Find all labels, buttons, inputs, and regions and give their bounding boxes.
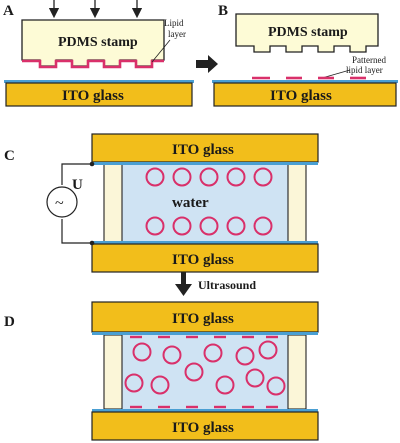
electrode-b xyxy=(212,80,398,83)
electrode-a xyxy=(4,80,194,83)
electrode-c-bottom xyxy=(92,241,318,244)
patterned-lipid-pointer xyxy=(321,69,351,79)
ultrasound-arrow xyxy=(175,272,192,296)
patterned-lipid-label-1: Patterned xyxy=(352,55,386,65)
panel-a-label: A xyxy=(3,3,14,19)
ito-glass-b-label: ITO glass xyxy=(270,88,332,104)
lipid-layer-a xyxy=(22,59,164,69)
ito-glass-a xyxy=(5,82,193,107)
lipid-layer-label-2: layer xyxy=(168,29,186,39)
panel-c: C ITO glass ITO glass water xyxy=(4,133,319,273)
panel-d-label: D xyxy=(4,314,15,330)
vesicles-d xyxy=(124,340,286,396)
panel-d: D ITO glass ITO glass xyxy=(4,301,319,441)
lipid-layer-pointer xyxy=(151,39,171,63)
voltage-label: U xyxy=(72,177,83,193)
transfer-arrow xyxy=(196,55,218,73)
ito-glass-c-top xyxy=(91,133,319,163)
panel-a: A PDMS stamp Lipid layer ITO glass xyxy=(3,0,194,107)
electrode-d-bottom xyxy=(92,409,318,412)
ac-symbol: ~ xyxy=(55,195,64,212)
water-chamber-d xyxy=(104,335,298,409)
pdms-stamp-b xyxy=(235,13,379,53)
pdms-stamp-a-label: PDMS stamp xyxy=(58,35,138,50)
spacer-left-d xyxy=(103,334,123,410)
lipid-layer-label-1: Lipid xyxy=(164,18,184,28)
panel-b: B PDMS stamp Patterned lipid layer ITO g… xyxy=(212,3,398,107)
panel-b-label: B xyxy=(218,3,228,19)
electrode-d-top xyxy=(92,332,318,335)
spacer-right-c xyxy=(287,163,307,243)
ac-circuit xyxy=(46,163,92,244)
ito-glass-d-top xyxy=(91,301,319,333)
water-label: water xyxy=(172,195,209,211)
bottom-terminal xyxy=(89,240,95,246)
panel-c-label: C xyxy=(4,148,15,164)
ito-glass-c-bottom xyxy=(91,243,319,273)
ito-glass-b xyxy=(213,82,397,107)
press-arrows xyxy=(48,0,143,19)
spacer-right-d xyxy=(287,334,307,410)
ito-glass-c-top-label: ITO glass xyxy=(172,142,234,158)
vesicles-c-bottom xyxy=(145,216,273,236)
top-terminal xyxy=(89,161,95,167)
ito-glass-d-bottom-label: ITO glass xyxy=(172,420,234,436)
patterned-lipid-label-2: lipid layer xyxy=(346,65,383,75)
ito-glass-d-top-label: ITO glass xyxy=(172,311,234,327)
ito-glass-a-label: ITO glass xyxy=(62,88,124,104)
vesicles-c-top xyxy=(145,167,273,187)
pdms-stamp-b-label: PDMS stamp xyxy=(268,25,348,40)
ito-glass-d-bottom xyxy=(91,411,319,441)
ultrasound-label: Ultrasound xyxy=(198,278,256,292)
electrode-c-top xyxy=(92,162,318,165)
spacer-left-c xyxy=(103,163,123,243)
ito-glass-c-bottom-label: ITO glass xyxy=(172,252,234,268)
